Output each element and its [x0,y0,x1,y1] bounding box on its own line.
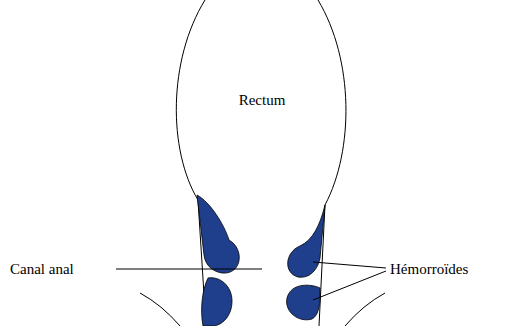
rectum-wall [176,0,206,326]
hemorrhoid-blob [197,195,239,273]
rectum-wall [318,0,346,326]
buttock-outline [345,293,385,326]
leader-line [313,262,386,268]
hemorrhoid-blob [288,205,325,277]
leader-line [116,269,262,270]
buttock-outline [140,293,180,326]
hemorrhoid-blob [287,285,320,320]
leader-line [313,271,386,300]
part-label: Canal anal [10,260,74,278]
organ-label: Rectum [239,91,286,109]
part-label: Hémorroïdes [390,260,468,278]
hemorrhoid-blob [202,278,232,326]
